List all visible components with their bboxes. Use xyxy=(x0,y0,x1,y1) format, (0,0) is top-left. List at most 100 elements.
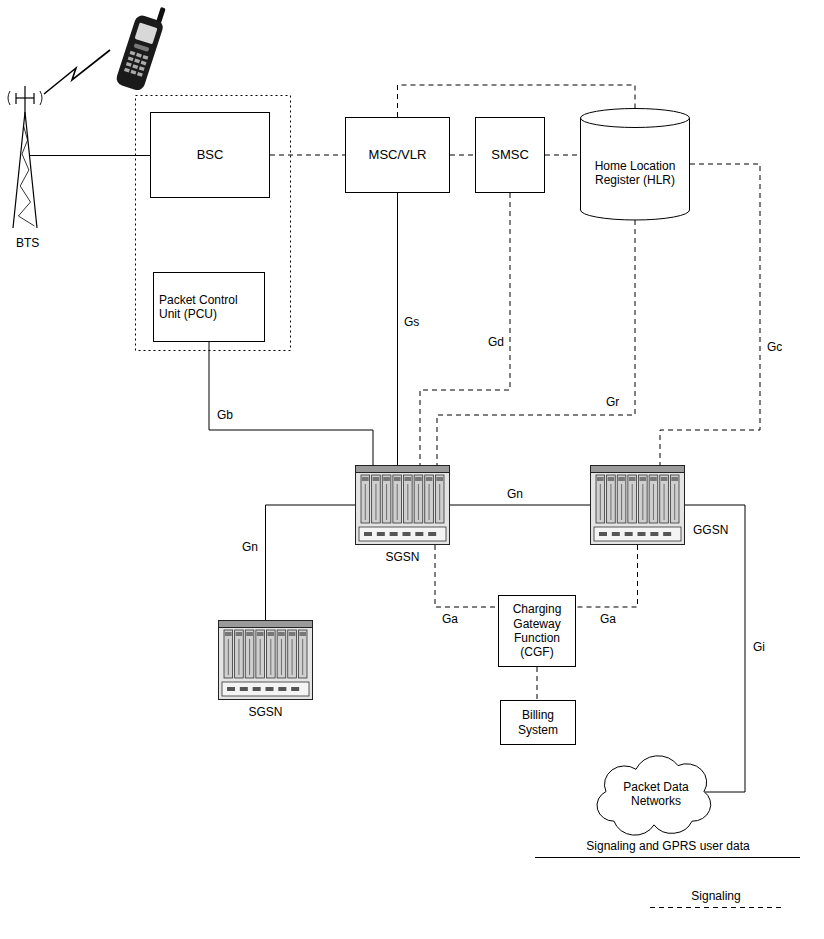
network-cloud: Packet Data Networks xyxy=(592,748,720,836)
signaling-line xyxy=(450,155,475,156)
station-label: BTS xyxy=(14,236,41,250)
bss-enclosure xyxy=(136,96,291,351)
billing-box: Billing System xyxy=(500,700,576,745)
support-node-rack-outline xyxy=(240,687,248,691)
support-node-rack-outline xyxy=(355,465,450,545)
mobile-phone xyxy=(134,43,150,52)
support-node-rack-outline xyxy=(219,621,313,628)
gateway-node-rack-outline xyxy=(608,477,615,481)
signaling-line xyxy=(576,545,638,607)
support-node-rack-outline xyxy=(298,630,307,678)
data-line xyxy=(266,505,356,620)
node-label: Charging Gateway Function (CGF) xyxy=(504,602,570,660)
legend-text: Signaling xyxy=(691,889,740,903)
node-caption: SGSN xyxy=(355,550,450,564)
interface-label: Gn xyxy=(505,487,525,501)
node-label: Packet Data Networks xyxy=(614,780,698,809)
gateway-node-rack-outline xyxy=(612,532,620,536)
support-node-rack-outline xyxy=(425,475,434,523)
support-node-rack-outline xyxy=(277,630,286,678)
mobile-phone xyxy=(141,61,147,66)
support-node-rack-outline xyxy=(246,632,253,636)
legend-dashed-sample xyxy=(650,907,782,908)
support-node-rack-outline xyxy=(403,532,411,536)
support-node-rack-outline xyxy=(386,484,387,520)
gateway-node-rack-outline xyxy=(632,484,633,520)
interface-label: Gb xyxy=(215,408,235,422)
support-node-rack-outline xyxy=(393,475,402,523)
gateway-node-rack-outline xyxy=(639,475,648,523)
text-block: Billing System xyxy=(506,708,570,737)
gateway-node-rack-outline xyxy=(639,475,648,523)
interface-label: Ga xyxy=(598,612,618,626)
text-block: Packet Control Unit (PCU) xyxy=(159,293,259,322)
gateway-node-rack-outline xyxy=(596,475,605,523)
bts-tower xyxy=(25,112,37,228)
support-node-rack-outline xyxy=(267,630,276,678)
gateway-node-rack-outline xyxy=(591,466,685,473)
data-line xyxy=(397,193,398,465)
register-cylinder: Home Location Register (HLR) xyxy=(580,108,690,220)
support-node-rack-outline xyxy=(225,632,232,636)
support-node-rack-outline xyxy=(281,639,282,675)
gateway-node-rack: GGSN xyxy=(590,465,685,545)
signaling-line xyxy=(437,220,635,465)
support-node-rack-outline xyxy=(356,466,450,545)
signaling-line xyxy=(537,667,538,700)
support-node-rack-outline xyxy=(429,484,430,520)
interface-label: Gd xyxy=(486,335,506,349)
support-node-rack-outline xyxy=(362,477,369,481)
support-node-rack: SGSN xyxy=(355,465,450,545)
support-node-rack-outline xyxy=(292,639,293,675)
bts-tower xyxy=(15,93,16,104)
text-block: Charging Gateway Function (CGF) xyxy=(504,602,570,660)
interface-label: Gc xyxy=(765,340,784,354)
support-node-rack-outline xyxy=(299,632,306,636)
register-cylinder-outline xyxy=(581,118,690,220)
support-node-rack-outline xyxy=(268,632,275,636)
signaling-line xyxy=(435,545,498,607)
switching-center-box: MSC/VLR xyxy=(345,117,450,193)
gateway-node-rack-outline xyxy=(621,484,622,520)
support-node-rack-outline xyxy=(298,630,307,678)
support-node-rack-outline xyxy=(249,639,250,675)
support-node-rack-outline xyxy=(425,475,434,523)
control-unit-box: Packet Control Unit (PCU) xyxy=(153,272,265,342)
bts-tower xyxy=(8,86,42,228)
support-node-rack-outline xyxy=(390,532,398,536)
mobile-phone xyxy=(130,70,136,75)
support-node-rack-outline xyxy=(235,630,244,678)
bts-tower xyxy=(8,91,42,105)
gateway-node-rack-outline xyxy=(590,465,685,545)
data-line xyxy=(450,505,590,506)
support-node-rack-outline xyxy=(253,687,261,691)
gateway-node-rack-outline xyxy=(594,527,681,541)
interface-label: Ga xyxy=(440,612,460,626)
support-node-rack-outline xyxy=(414,475,423,523)
support-node-rack-outline xyxy=(235,630,244,678)
gateway-node-rack-outline xyxy=(664,484,665,520)
legend-solid-sample xyxy=(535,857,800,858)
support-node-rack-outline xyxy=(288,630,297,678)
signaling-line xyxy=(420,193,510,465)
gateway-node-rack-outline xyxy=(607,475,616,523)
gateway-node-rack-outline xyxy=(649,475,658,523)
gateway-node-rack-outline xyxy=(591,466,685,545)
interface-label: Gs xyxy=(402,315,421,329)
support-node-rack-outline xyxy=(227,687,235,691)
gateway-node-rack-outline xyxy=(671,477,678,481)
node-label: SMSC xyxy=(491,147,529,163)
node-label: BSC xyxy=(197,147,224,163)
support-node-rack-outline xyxy=(382,475,391,523)
gateway-node-rack-outline xyxy=(600,484,601,520)
mobile-phone xyxy=(136,53,142,58)
gateway-node-rack-outline xyxy=(617,475,626,523)
gateway-node-rack-outline xyxy=(629,477,636,481)
support-node-rack-outline xyxy=(397,484,398,520)
gateway-node-rack-outline xyxy=(628,475,637,523)
gateway-node-rack-outline xyxy=(640,477,647,481)
mobile-phone xyxy=(135,22,158,44)
support-node-rack-outline xyxy=(245,630,254,678)
support-node-rack-outline xyxy=(359,527,446,541)
gateway-node-rack-outline xyxy=(650,532,658,536)
